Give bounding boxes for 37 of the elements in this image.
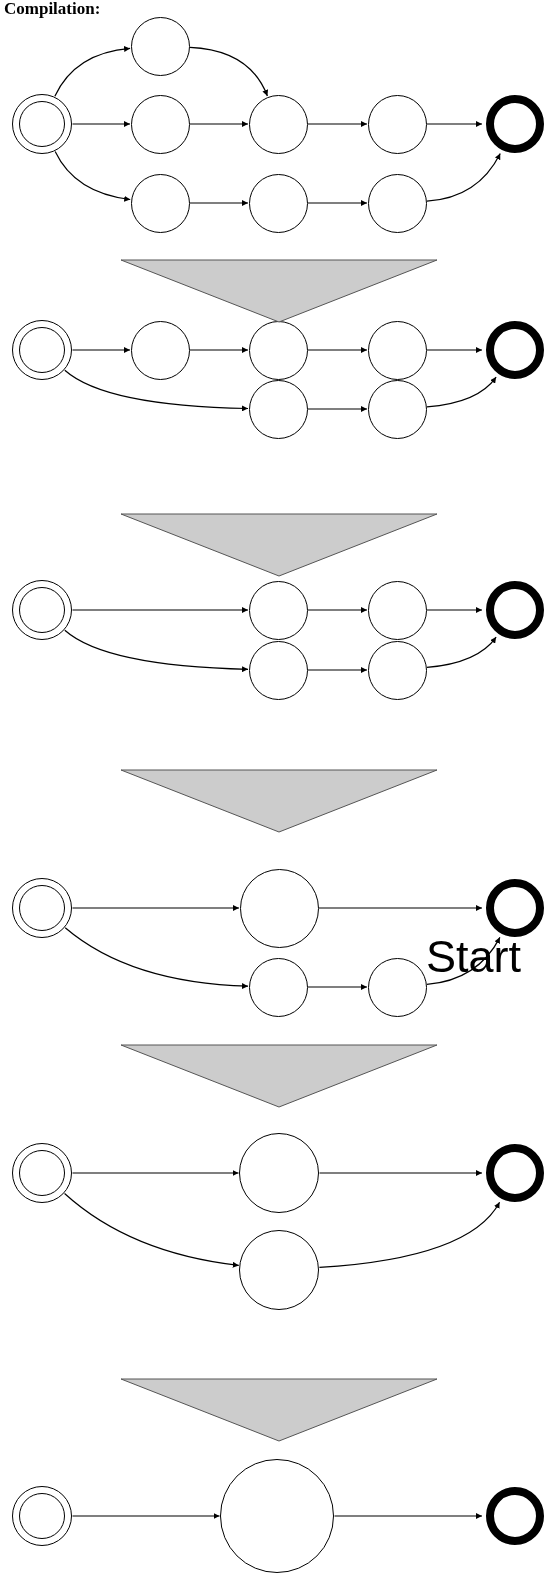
arrow xyxy=(426,152,501,202)
arrow xyxy=(307,667,368,673)
transition-triangle xyxy=(120,513,438,577)
transition-triangle xyxy=(120,1044,438,1108)
arrow xyxy=(307,984,368,990)
title: Compilation: xyxy=(4,0,101,17)
arrow xyxy=(64,927,249,989)
arrow xyxy=(189,46,268,97)
arrow xyxy=(426,347,483,353)
arrow xyxy=(189,200,249,206)
arrow xyxy=(71,1513,221,1519)
transition-triangle xyxy=(120,259,438,323)
arrow xyxy=(426,607,483,613)
transition-triangle xyxy=(120,769,438,833)
arrow xyxy=(318,1170,483,1176)
transition-triangle xyxy=(120,1378,438,1442)
arrow xyxy=(54,46,131,97)
arrow xyxy=(71,121,131,127)
arrow xyxy=(307,347,368,353)
arrow xyxy=(189,347,249,353)
arrow xyxy=(54,150,131,202)
arrow xyxy=(318,1201,501,1269)
arrow xyxy=(318,905,483,911)
arrow xyxy=(71,1170,240,1176)
arrow xyxy=(64,369,249,412)
arrow xyxy=(71,607,249,613)
arrow xyxy=(307,200,368,206)
arrow xyxy=(63,1192,240,1268)
arrow xyxy=(426,121,483,127)
arrow xyxy=(307,607,368,613)
arrow xyxy=(307,121,368,127)
arrow xyxy=(71,347,131,353)
arrow xyxy=(64,629,249,673)
arrow xyxy=(189,121,249,127)
arrow xyxy=(333,1513,483,1519)
arrow xyxy=(71,905,240,911)
arrow xyxy=(307,406,368,412)
